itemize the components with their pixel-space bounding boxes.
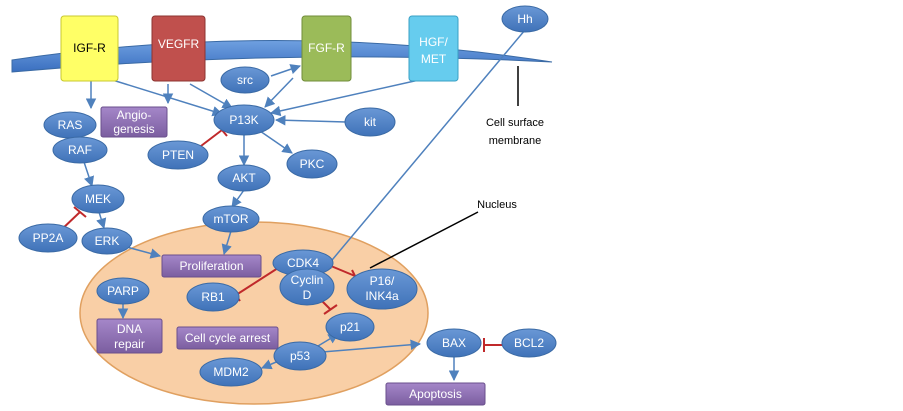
cyclin-label-2: D — [303, 288, 312, 302]
receptor-igf-r-label: IGF-R — [73, 41, 106, 55]
p13k-label: P13K — [229, 113, 258, 127]
node-raf: RAF — [52, 136, 108, 164]
receptor-hgf-label-1: HGF/ — [419, 35, 448, 49]
node-cyclin-d: Cyclin D — [279, 268, 335, 306]
bcl2-label: BCL2 — [514, 336, 544, 350]
node-rb1: RB1 — [186, 282, 240, 312]
mdm2-label: MDM2 — [213, 365, 249, 379]
akt-label: AKT — [232, 171, 256, 185]
box-proliferation: Proliferation — [161, 254, 262, 278]
erk-label: ERK — [95, 234, 120, 248]
mek-label: MEK — [85, 192, 111, 206]
node-erk: ERK — [81, 227, 133, 255]
node-pp2a: PP2A — [18, 223, 78, 253]
node-hh: Hh — [501, 5, 549, 33]
parp-label: PARP — [107, 284, 139, 298]
receptor-vegfr: VEGFR — [151, 15, 206, 82]
receptor-igf-r: IGF-R — [60, 15, 119, 82]
p16-label-1: P16/ — [370, 274, 395, 288]
p16-label-2: INK4a — [365, 289, 399, 303]
node-ras: RAS — [43, 111, 97, 139]
proliferation-label: Proliferation — [179, 259, 243, 273]
bax-label: BAX — [442, 336, 466, 350]
receptor-fgf-r: FGF-R — [301, 15, 352, 82]
box-angiogenesis: Angio- genesis — [100, 106, 168, 138]
node-bax: BAX — [426, 328, 482, 358]
node-src: src — [220, 66, 270, 94]
node-p21: p21 — [325, 312, 375, 342]
receptor-fgf-r-label: FGF-R — [308, 41, 345, 55]
angiogenesis-label-2: genesis — [113, 122, 154, 136]
raf-label: RAF — [68, 143, 92, 157]
receptor-hgf-label-2: MET — [421, 52, 447, 66]
receptor-vegfr-label: VEGFR — [158, 37, 200, 51]
membrane-label-2: membrane — [489, 135, 542, 147]
node-mek: MEK — [71, 184, 125, 214]
node-pten: PTEN — [147, 140, 209, 170]
node-parp: PARP — [96, 277, 150, 305]
membrane-label-1: Cell surface — [486, 117, 544, 129]
box-dna-repair: DNA repair — [96, 318, 163, 354]
node-p53: p53 — [273, 341, 327, 371]
p21-label: p21 — [340, 320, 360, 334]
hh-label: Hh — [517, 12, 532, 26]
mtor-label: mTOR — [213, 212, 248, 226]
box-cell-cycle-arrest: Cell cycle arrest — [176, 326, 279, 350]
node-bcl2: BCL2 — [501, 328, 557, 358]
nucleus-label: Nucleus — [477, 199, 517, 211]
node-p13k: P13K — [213, 104, 275, 136]
pten-label: PTEN — [162, 148, 194, 162]
apoptosis-label: Apoptosis — [409, 387, 462, 401]
cell-cycle-arrest-label: Cell cycle arrest — [185, 331, 271, 345]
pp2a-label: PP2A — [33, 231, 64, 245]
pkc-label: PKC — [300, 157, 325, 171]
kit-label: kit — [364, 115, 377, 129]
node-kit: kit — [344, 107, 396, 137]
src-label: src — [237, 73, 253, 87]
p53-label: p53 — [290, 349, 310, 363]
nucleus-pointer — [369, 211, 479, 269]
dna-repair-label-1: DNA — [117, 322, 142, 336]
node-akt: AKT — [217, 164, 271, 192]
receptor-hgf-met: HGF/ MET — [408, 15, 459, 82]
box-apoptosis: Apoptosis — [385, 382, 486, 406]
node-mdm2: MDM2 — [199, 357, 263, 387]
node-p16: P16/ INK4a — [346, 268, 418, 310]
cdk4-label: CDK4 — [287, 256, 319, 270]
cyclin-label-1: Cyclin — [291, 273, 324, 287]
ras-label: RAS — [58, 118, 83, 132]
angiogenesis-label-1: Angio- — [117, 108, 152, 122]
node-mtor: mTOR — [202, 205, 260, 233]
node-pkc: PKC — [286, 149, 338, 179]
dna-repair-label-2: repair — [114, 337, 145, 351]
rb1-label: RB1 — [201, 290, 225, 304]
